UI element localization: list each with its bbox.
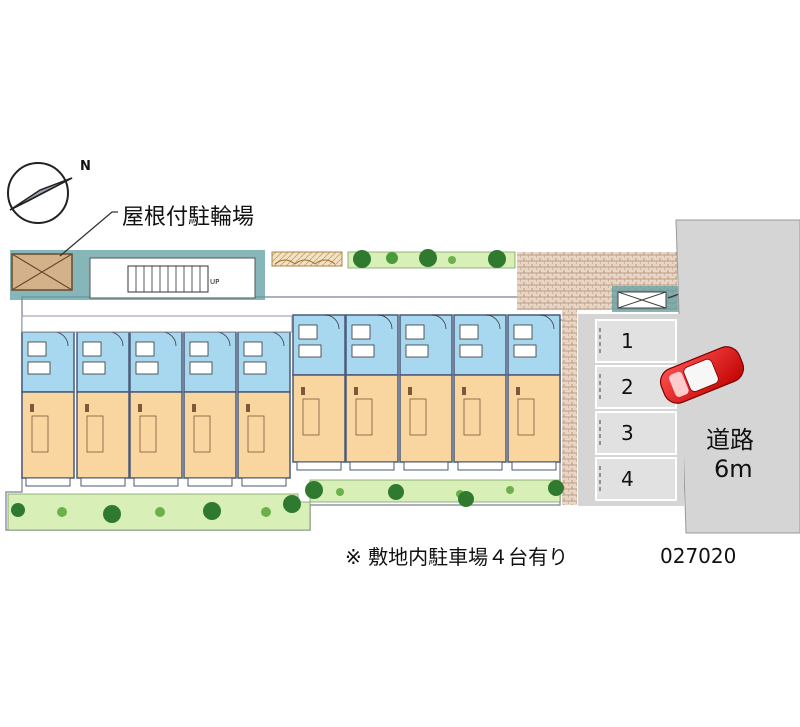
parking-space-number: 1 (621, 329, 634, 353)
apartment-unit (292, 314, 346, 471)
apartment-unit (129, 331, 183, 487)
parking-space-number: 2 (621, 375, 634, 399)
shrub-icon (57, 507, 67, 517)
road-label-line2: 6m (714, 455, 753, 483)
apartment-units (21, 314, 561, 487)
road-label-line1: 道路 (706, 426, 754, 454)
parking-space-number: 3 (621, 421, 634, 445)
planter (271, 251, 343, 267)
stair-up-label: UP (210, 278, 219, 286)
apartment-unit (453, 314, 507, 471)
brick-strip (562, 300, 577, 505)
compass-icon: N (7, 159, 91, 224)
bike-shelter (11, 253, 73, 291)
bike-shelter-leader (59, 211, 118, 257)
shrub-icon (155, 507, 165, 517)
shrub-icon (11, 503, 25, 517)
north-mark: N (80, 159, 91, 174)
shrub-icon (203, 502, 221, 520)
shrub-group-top (353, 249, 506, 268)
car-icon (659, 346, 745, 404)
shrub-icon (458, 491, 474, 507)
shrub-icon (336, 488, 344, 496)
garbage-area (617, 291, 667, 309)
apartment-unit (183, 331, 237, 487)
listing-code: 027020 (660, 544, 736, 568)
shrub-icon (261, 507, 271, 517)
parking-spaces: 1 2 3 4 (595, 319, 677, 501)
stair-icon (127, 265, 209, 293)
parking-space: 1 (595, 319, 677, 363)
apartment-unit (237, 331, 291, 487)
apartment-unit (507, 314, 561, 471)
shrub-icon (283, 495, 301, 513)
apartment-unit (345, 314, 399, 471)
apartment-unit (21, 331, 75, 487)
apartment-unit (399, 314, 453, 471)
parking-space: 3 (595, 411, 677, 455)
corridor (21, 315, 293, 333)
shrub-icon (103, 505, 121, 523)
apartment-unit (76, 331, 130, 487)
parking-space: 4 (595, 457, 677, 501)
shrub-icon (506, 486, 514, 494)
parking-space-number: 4 (621, 467, 634, 491)
shrub-icon (388, 484, 404, 500)
parking-note: ※ 敷地内駐車場４台有り (345, 545, 568, 569)
shrub-group-bottom (11, 480, 564, 523)
shrub-icon (548, 480, 564, 496)
bike-shelter-label: 屋根付駐輪場 (122, 205, 254, 230)
shrub-icon (305, 481, 323, 499)
